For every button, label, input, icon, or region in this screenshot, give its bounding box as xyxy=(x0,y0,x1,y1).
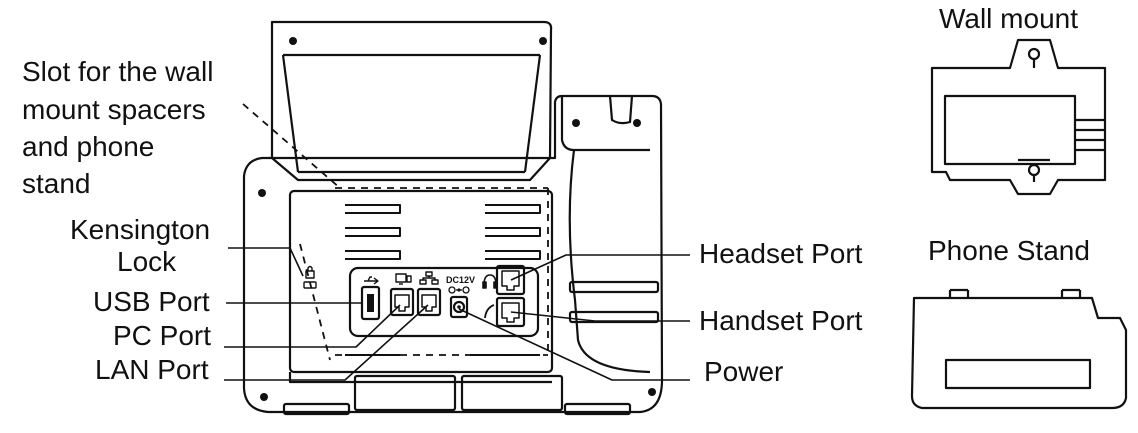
usb-port-label: USB Port xyxy=(93,286,210,317)
screw-holes xyxy=(258,37,656,401)
lan-port-label: LAN Port xyxy=(95,354,209,385)
handset-port[interactable] xyxy=(495,296,526,328)
pc-icon xyxy=(395,273,412,285)
kensington-label-line1: Kensington xyxy=(70,214,211,245)
power-label: Power xyxy=(704,356,784,387)
slot-label-line3: and phone xyxy=(22,131,155,162)
phone-stand-piece xyxy=(910,288,1128,410)
pc-port[interactable] xyxy=(389,287,415,317)
dashed-guides xyxy=(242,103,549,361)
headset-icon xyxy=(482,274,498,289)
dc-voltage-label: DC12V xyxy=(446,275,475,285)
usb-icon xyxy=(364,276,379,285)
power-polarity-icon xyxy=(448,286,470,294)
port-panel xyxy=(348,264,540,338)
pc-port-label: PC Port xyxy=(113,320,212,351)
phone-body xyxy=(242,94,664,416)
kensington-label-line2: Lock xyxy=(117,246,177,277)
stand-flap xyxy=(270,20,553,182)
leader-lines xyxy=(224,247,690,381)
handset-cradle xyxy=(560,95,660,374)
phone-stand-label: Phone Stand xyxy=(928,235,1090,266)
headset-port-label: Headset Port xyxy=(699,238,863,269)
handset-port-label: Handset Port xyxy=(699,305,863,336)
headset-port[interactable] xyxy=(495,264,526,296)
kensington-lock-slot[interactable] xyxy=(303,281,317,289)
wall-mount-label: Wall mount xyxy=(939,3,1079,34)
kensington-lock-icon xyxy=(303,265,317,289)
slot-label-line1: Slot for the wall xyxy=(22,56,214,87)
power-port[interactable] xyxy=(449,295,469,319)
wall-mount-bracket xyxy=(930,38,1107,196)
lan-port[interactable] xyxy=(416,287,442,317)
slot-label-line4: stand xyxy=(22,168,91,199)
handset-icon xyxy=(484,304,495,319)
slot-label-line2: mount spacers xyxy=(22,94,206,125)
lan-icon xyxy=(419,271,439,285)
